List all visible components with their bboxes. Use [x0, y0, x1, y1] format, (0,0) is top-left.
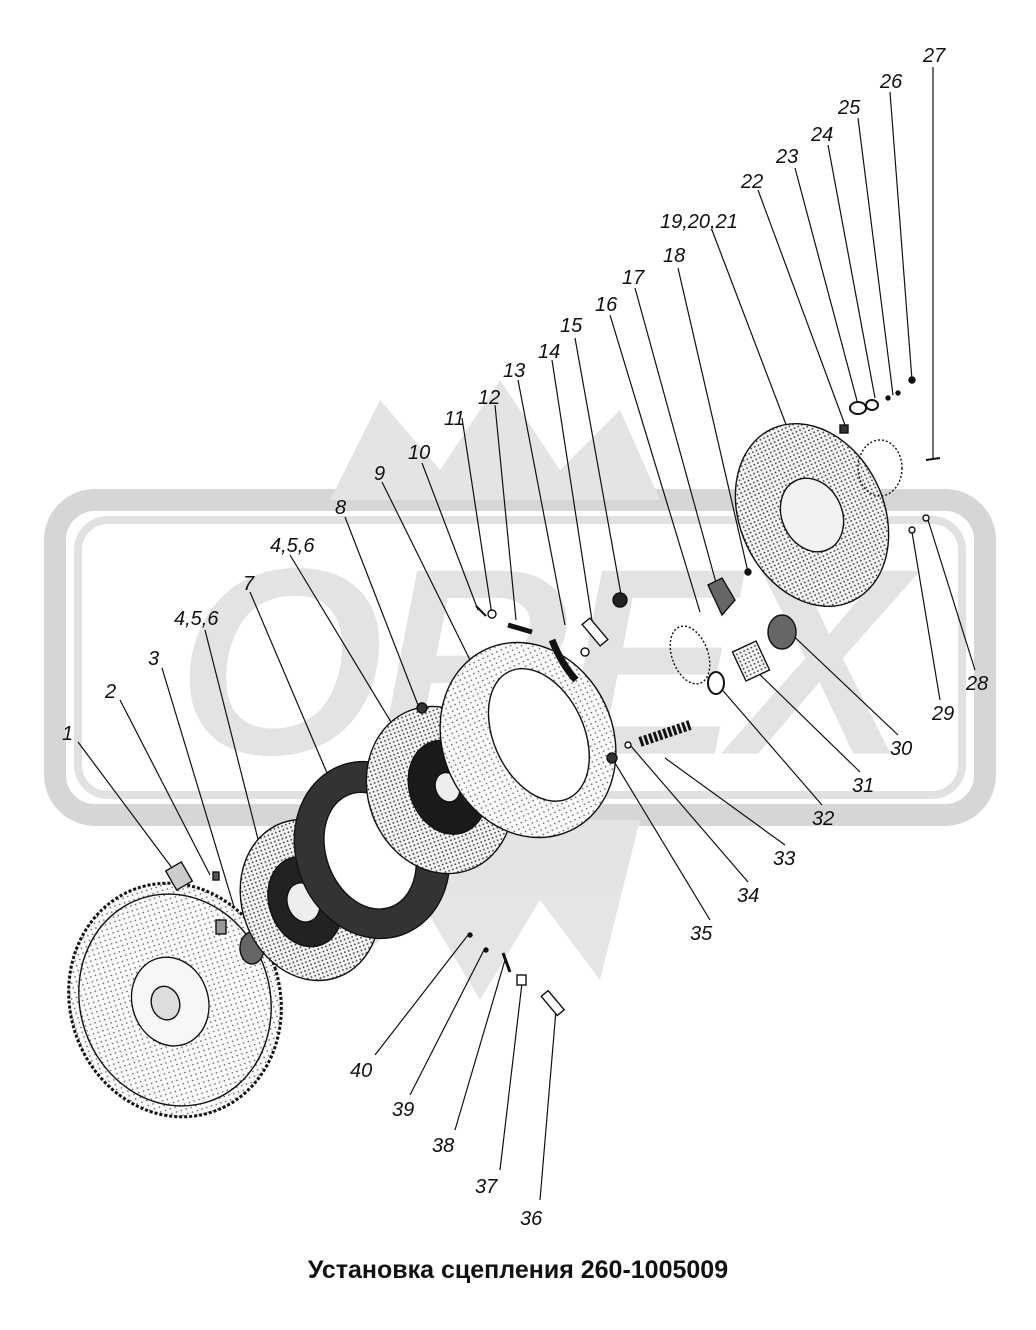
callout: 19,20,21: [660, 211, 738, 233]
callout: 38: [432, 1135, 454, 1157]
callout: 39: [392, 1099, 414, 1121]
callout: 27: [922, 45, 946, 67]
callout: 3: [148, 648, 159, 670]
callout: 9: [374, 463, 385, 485]
callout: 37: [475, 1176, 498, 1198]
callout: 15: [560, 315, 583, 337]
callout: 17: [622, 267, 645, 289]
callout: 13: [503, 360, 525, 382]
callout: 2: [104, 681, 116, 703]
parts: [67, 376, 941, 1119]
callout: 22: [740, 171, 763, 193]
callout: 36: [520, 1208, 543, 1230]
diagram-caption: Установка сцепления 260-1005009: [307, 1256, 729, 1284]
callout: 31: [852, 775, 874, 797]
callout: 29: [931, 703, 954, 725]
callout: 24: [810, 124, 833, 146]
callout: 34: [737, 885, 759, 907]
leader-lines: [77, 67, 976, 1201]
callout: 25: [837, 97, 861, 119]
callout: 23: [775, 146, 798, 168]
callout: 14: [538, 341, 560, 363]
callout: 16: [595, 294, 618, 316]
callout: 18: [663, 245, 685, 267]
clutch-housing: [439, 641, 617, 839]
callout: 30: [890, 738, 912, 760]
callout: 7: [243, 573, 255, 595]
callout: 4,5,6: [174, 608, 219, 630]
callout: 10: [408, 442, 430, 464]
callout: 12: [478, 387, 500, 409]
callout: 26: [879, 71, 903, 93]
driven-disc-front: [239, 818, 381, 982]
callout: 33: [773, 848, 795, 870]
bell-housing-cover: [734, 422, 890, 608]
callout: 1: [62, 723, 73, 745]
callout: 11: [444, 408, 465, 430]
callout: 8: [335, 497, 346, 519]
callout: 28: [965, 673, 988, 695]
callout: 32: [812, 808, 834, 830]
callout-labels: 1 2 3 4,5,6 7 4,5,6 8 9 10 11 12 13 14 1…: [62, 45, 988, 1230]
flywheel: [67, 881, 283, 1119]
callout: 4,5,6: [270, 535, 315, 557]
callout: 35: [690, 923, 713, 945]
callout: 40: [350, 1060, 372, 1082]
